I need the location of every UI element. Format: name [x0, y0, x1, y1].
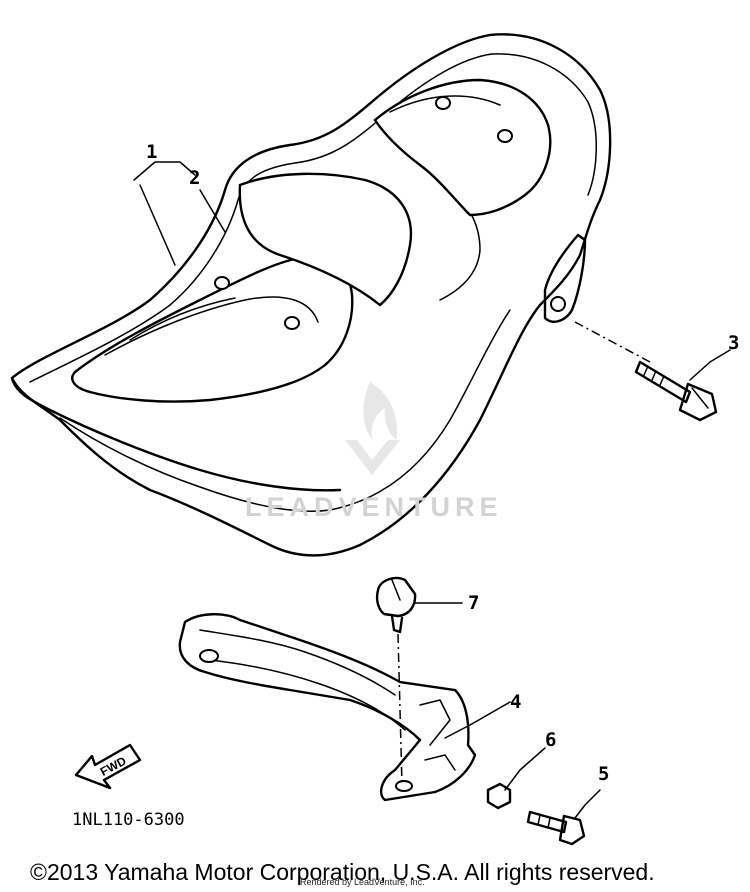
- rear-bolt: [574, 321, 718, 422]
- callout-7: 7: [468, 592, 479, 614]
- watermark-small-text: Rendered by LeadVenture, Inc.: [300, 877, 425, 887]
- lock-knob: [375, 576, 417, 786]
- leader-lines: [133, 161, 731, 819]
- callout-4: 4: [510, 691, 521, 713]
- callout-1: 1: [146, 141, 157, 163]
- callout-3: 3: [728, 332, 739, 354]
- seat-assembly: [10, 33, 612, 557]
- watermark-text: LEADVENTURE: [245, 492, 503, 522]
- callout-5: 5: [598, 763, 609, 785]
- seat-bracket: [178, 613, 477, 802]
- copyright-notice: ©2013 Yamaha Motor Corporation, U.S.A. A…: [30, 859, 655, 885]
- fwd-arrow-icon: FWD: [74, 743, 142, 790]
- nut: [486, 782, 512, 810]
- callout-6: 6: [545, 729, 556, 751]
- callout-2: 2: [189, 167, 200, 189]
- bottom-bolt: [526, 810, 586, 846]
- part-code: 1NL110-6300: [72, 810, 185, 830]
- leadventure-logo-icon: [345, 382, 400, 475]
